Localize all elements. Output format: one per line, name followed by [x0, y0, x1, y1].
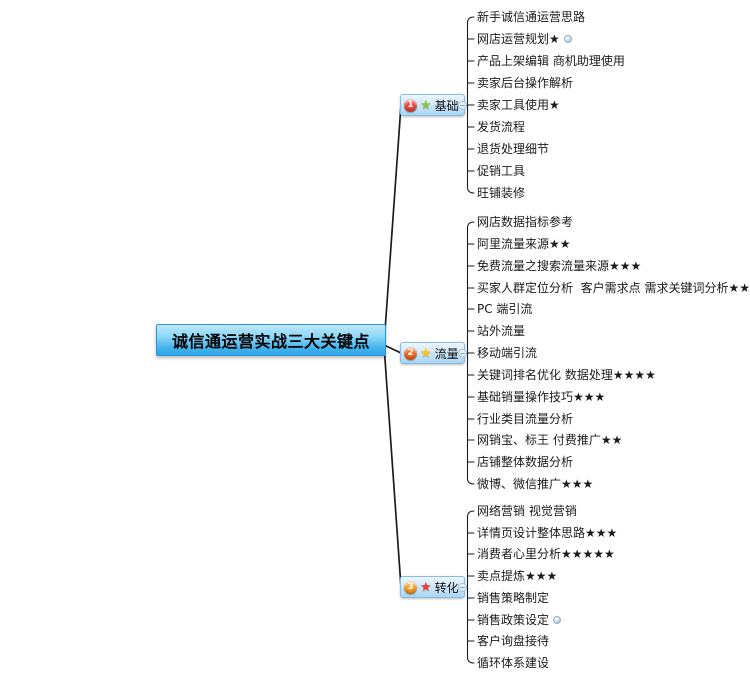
leaf-topic[interactable]: 循环体系建设	[477, 654, 549, 673]
leaf-topic[interactable]: 卖家后台操作解析	[477, 74, 573, 93]
leaf-topic[interactable]: 微博、微信推广★★★	[477, 475, 593, 494]
leaf-topic[interactable]: 退货处理细节	[477, 140, 549, 159]
leaf-label: 微博、微信推广★★★	[477, 476, 594, 491]
leaf-topic[interactable]: 旺铺装修	[477, 184, 525, 203]
branch-label: 转化	[434, 580, 459, 595]
leaf-topic[interactable]: 店铺整体数据分析	[477, 453, 573, 472]
leaf-label: PC 端引流	[477, 301, 533, 316]
leaf-label: 客户询盘接待	[477, 633, 550, 648]
leaf-topic[interactable]: 发货流程	[477, 118, 525, 137]
note-icon	[563, 35, 572, 43]
leaf-bracket	[466, 510, 475, 664]
note-icon	[553, 616, 562, 624]
leaf-topic[interactable]: 买家人群定位分析 客户需求点 需求关键词分析★★★	[477, 279, 750, 298]
leaf-topic[interactable]: 阿里流量来源★★	[477, 235, 571, 254]
leaf-label: 关键词排名优化 数据处理★★★★	[477, 367, 656, 382]
leaf-label: 新手诚信通运营思路	[477, 9, 586, 24]
leaf-label: 发货流程	[477, 119, 526, 134]
leaf-topic[interactable]: 网店数据指标参考	[477, 213, 573, 232]
branch-node-1[interactable]: 1★基础	[400, 94, 465, 116]
branch-label: 基础	[434, 98, 459, 113]
leaf-label: 网店数据指标参考	[477, 214, 574, 229]
leaf-label: 产品上架编辑 商机助理使用	[477, 53, 625, 68]
branch-number-badge: 3	[404, 580, 417, 594]
leaf-topic[interactable]: 移动端引流	[477, 344, 537, 363]
leaf-label: 网销宝、标王 付费推广★★	[477, 432, 623, 447]
leaf-label: 基础销量操作技巧★★★	[477, 389, 606, 404]
leaf-topic[interactable]: 新手诚信通运营思路	[477, 8, 585, 27]
leaf-label: 免费流量之搜索流量来源★★★	[477, 258, 642, 273]
leaf-topic[interactable]: 消费者心里分析★★★★★	[477, 545, 615, 564]
leaf-label: 卖家后台操作解析	[477, 75, 574, 90]
branch-node-2[interactable]: 2★流量	[400, 342, 465, 364]
leaf-topic[interactable]: 站外流量	[477, 322, 525, 341]
collapse-control-icon[interactable]	[458, 348, 467, 358]
branch-node-3[interactable]: 3★转化	[400, 576, 465, 598]
leaf-topic[interactable]: 行业类目流量分析	[477, 410, 573, 429]
branch-star-icon: ★	[420, 579, 432, 595]
leaf-label: 站外流量	[477, 323, 526, 338]
leaf-topic[interactable]: 销售政策设定	[477, 611, 562, 630]
leaf-label: 销售策略制定	[477, 590, 550, 605]
branch-connector-line	[383, 344, 402, 588]
leaf-topic[interactable]: 网店运营规划★	[477, 30, 572, 49]
leaf-label: 详情页设计整体思路★★★	[477, 525, 618, 540]
leaf-label: 退货处理细节	[477, 141, 550, 156]
leaf-topic[interactable]: 产品上架编辑 商机助理使用	[477, 52, 625, 71]
leaf-topic[interactable]: PC 端引流	[477, 300, 532, 319]
branch-star-icon: ★	[420, 345, 432, 361]
leaf-topic[interactable]: 基础销量操作技巧★★★	[477, 388, 605, 407]
leaf-topic[interactable]: 免费流量之搜索流量来源★★★	[477, 257, 641, 276]
leaf-topic[interactable]: 网销宝、标王 付费推广★★	[477, 431, 622, 450]
branch-number-badge: 2	[404, 346, 417, 360]
leaf-label: 销售政策设定	[477, 612, 550, 627]
branch-connector-line	[383, 104, 402, 346]
leaf-label: 网店运营规划★	[477, 31, 560, 46]
branch-label: 流量	[434, 346, 459, 361]
leaf-label: 店铺整体数据分析	[477, 454, 574, 469]
leaf-label: 网络营销 视觉营销	[477, 503, 577, 518]
leaf-label: 旺铺装修	[477, 185, 526, 200]
leaf-label: 买家人群定位分析 客户需求点 需求关键词分析★★★	[477, 280, 750, 295]
leaf-label: 移动端引流	[477, 345, 538, 360]
leaf-topic[interactable]: 促销工具	[477, 162, 525, 181]
leaf-topic[interactable]: 网络营销 视觉营销	[477, 502, 577, 521]
leaf-label: 促销工具	[477, 163, 526, 178]
leaf-topic[interactable]: 卖家工具使用★	[477, 96, 560, 115]
leaf-label: 阿里流量来源★★	[477, 236, 571, 251]
collapse-control-icon[interactable]	[458, 582, 467, 592]
leaf-label: 消费者心里分析★★★★★	[477, 546, 615, 561]
leaf-label: 循环体系建设	[477, 655, 550, 670]
leaf-label: 行业类目流量分析	[477, 411, 574, 426]
leaf-label: 卖家工具使用★	[477, 97, 560, 112]
leaf-label: 卖点提炼★★★	[477, 568, 558, 583]
branch-star-icon: ★	[420, 97, 432, 113]
leaf-topic[interactable]: 详情页设计整体思路★★★	[477, 524, 617, 543]
leaf-topic[interactable]: 客户询盘接待	[477, 632, 549, 651]
central-topic-label: 诚信通运营实战三大关键点	[171, 332, 370, 351]
leaf-topic[interactable]: 关键词排名优化 数据处理★★★★	[477, 366, 656, 385]
branch-connector-line	[383, 344, 402, 354]
leaf-topic[interactable]: 销售策略制定	[477, 589, 549, 608]
central-topic[interactable]: 诚信通运营实战三大关键点	[156, 324, 386, 356]
branch-number-badge: 1	[404, 98, 417, 112]
collapse-control-icon[interactable]	[458, 100, 467, 110]
leaf-topic[interactable]: 卖点提炼★★★	[477, 567, 557, 586]
